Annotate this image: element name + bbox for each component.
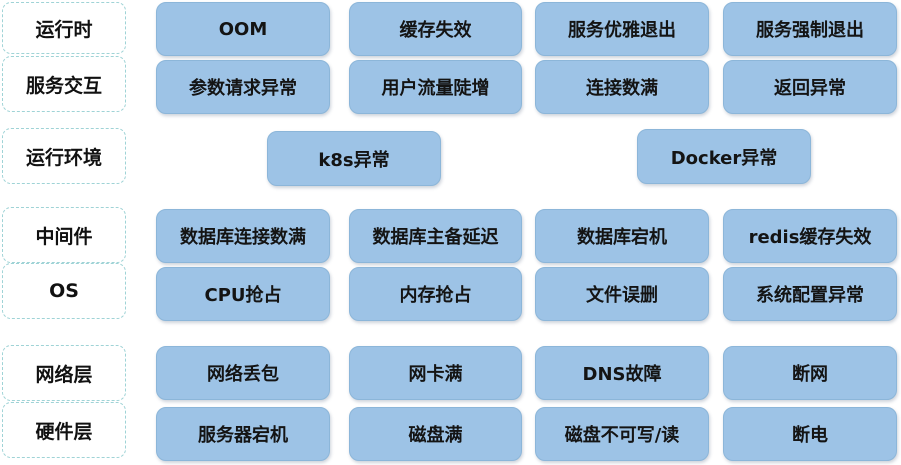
fault-system-config[interactable]: 系统配置异常 <box>723 267 897 321</box>
fault-service-forced-exit[interactable]: 服务强制退出 <box>723 2 897 56</box>
fault-cache-invalidation[interactable]: 缓存失效 <box>349 2 522 56</box>
layer-label-hardware: 硬件层 <box>2 402 126 458</box>
fault-service-graceful-exit[interactable]: 服务优雅退出 <box>535 2 709 56</box>
fault-db-replication-lag[interactable]: 数据库主备延迟 <box>349 209 522 263</box>
layer-label-runtime: 运行时 <box>2 2 126 54</box>
fault-network-disconnect[interactable]: 断网 <box>723 346 897 400</box>
fault-traffic-surge[interactable]: 用户流量陡增 <box>349 60 522 114</box>
fault-docker[interactable]: Docker异常 <box>637 129 811 184</box>
layer-label-os: OS <box>2 263 126 319</box>
fault-packet-loss[interactable]: 网络丢包 <box>156 346 330 400</box>
fault-power-outage[interactable]: 断电 <box>723 407 897 461</box>
fault-disk-full[interactable]: 磁盘满 <box>349 407 522 461</box>
layer-label-middleware: 中间件 <box>2 207 126 263</box>
fault-disk-readonly[interactable]: 磁盘不可写/读 <box>535 407 709 461</box>
layer-label-service-interaction: 服务交互 <box>2 56 126 112</box>
fault-db-connections-full[interactable]: 数据库连接数满 <box>156 209 330 263</box>
fault-db-down[interactable]: 数据库宕机 <box>535 209 709 263</box>
fault-k8s[interactable]: k8s异常 <box>267 131 441 186</box>
fault-server-down[interactable]: 服务器宕机 <box>156 407 330 461</box>
fault-nic-full[interactable]: 网卡满 <box>349 346 522 400</box>
fault-invalid-request-params[interactable]: 参数请求异常 <box>156 60 330 114</box>
fault-redis-cache-invalidation[interactable]: redis缓存失效 <box>723 209 897 263</box>
fault-cpu-contention[interactable]: CPU抢占 <box>156 267 330 321</box>
fault-file-deleted[interactable]: 文件误删 <box>535 267 709 321</box>
layer-label-network: 网络层 <box>2 345 126 401</box>
fault-abnormal-response[interactable]: 返回异常 <box>723 60 897 114</box>
fault-connections-full[interactable]: 连接数满 <box>535 60 709 114</box>
fault-oom[interactable]: OOM <box>156 2 330 56</box>
fault-dns-failure[interactable]: DNS故障 <box>535 346 709 400</box>
layer-label-runtime-env: 运行环境 <box>2 128 126 184</box>
fault-memory-contention[interactable]: 内存抢占 <box>349 267 522 321</box>
